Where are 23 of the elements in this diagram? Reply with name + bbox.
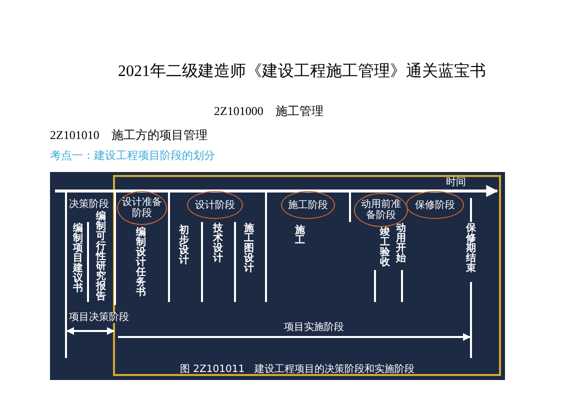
page-title: 2021年二级建造师《建设工程施工管理》通关蓝宝书	[118, 62, 486, 82]
vertical-label: 动用开始	[396, 224, 406, 264]
diagram-label: 项目决策阶段	[69, 313, 129, 323]
vertical-label: 技术设计	[213, 224, 223, 264]
diagram-label: 时间	[446, 178, 466, 188]
diagram-label: 决策阶段	[69, 200, 109, 210]
vertical-label: 编制可行性研究报告	[96, 212, 106, 302]
vertical-label: 编制项目建议书	[73, 224, 83, 294]
vertical-label: 施工图设计	[244, 224, 254, 274]
figure-caption: 图 2Z101011 建设工程项目的决策阶段和实施阶段	[180, 362, 415, 377]
vertical-label: 编制设计任务书	[136, 228, 146, 298]
chapter-heading: 2Z101010 施工方的项目管理	[50, 127, 208, 144]
phase-ellipse: 施工阶段	[281, 191, 335, 219]
phase-ellipse: 保修阶段	[406, 191, 464, 219]
vertical-label: 初步设计	[179, 226, 189, 266]
vertical-label: 施工	[295, 226, 305, 246]
vertical-label: 竣工验收	[380, 228, 390, 268]
phase-ellipse: 设计阶段	[187, 191, 243, 219]
phase-ellipse: 设计准备阶段	[117, 191, 167, 225]
section-heading: 考点一：建设工程项目阶段的划分	[50, 148, 215, 164]
vertical-label: 保修期结束	[466, 224, 476, 274]
diagram-label: 项目实施阶段	[284, 323, 344, 333]
chapter-heading: 2Z101000 施工管理	[214, 103, 324, 120]
